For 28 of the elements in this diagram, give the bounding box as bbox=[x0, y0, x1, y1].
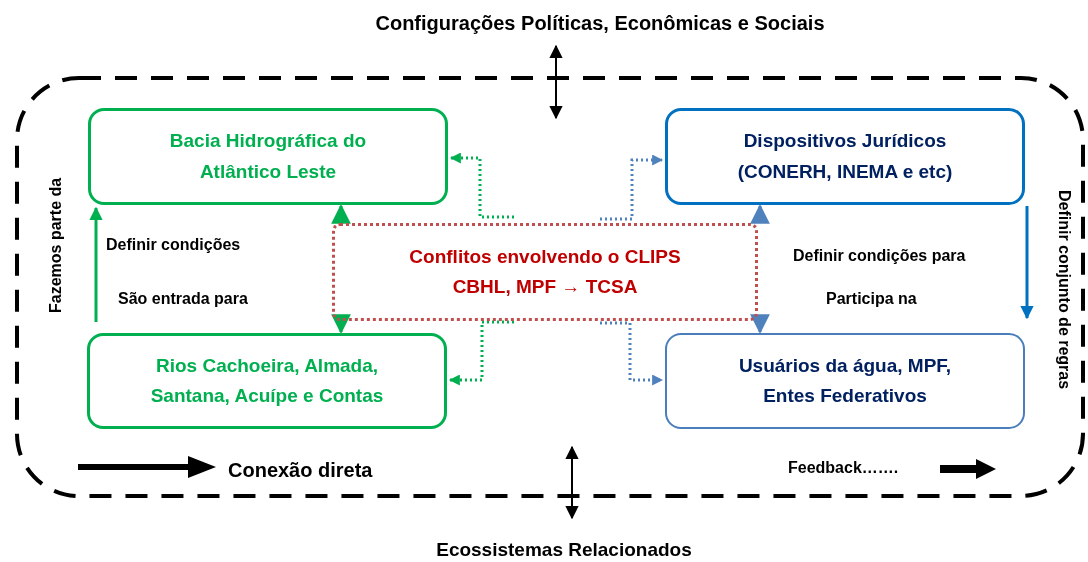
title: Configurações Políticas, Econômicas e Sociais bbox=[374, 11, 826, 36]
arrow bbox=[449, 152, 514, 219]
dashed-boundary bbox=[15, 76, 1085, 498]
annotation-text: Fazemos parte da bbox=[46, 176, 65, 315]
process-box: Dispositivos Jurídicos (CONERH, INEMA e etc) bbox=[665, 108, 1025, 205]
arrow bbox=[448, 320, 514, 386]
annotation-text: Definir conjunto de regras bbox=[1055, 189, 1074, 392]
arrow bbox=[89, 206, 103, 322]
process-box: Bacia Hidrográfica do Atlântico Leste bbox=[88, 108, 448, 205]
arrow bbox=[600, 321, 664, 386]
legend-text: Conexão direta bbox=[228, 458, 373, 483]
annotation-text: Definir condições para bbox=[793, 246, 966, 266]
annotation-text: São entrada para bbox=[118, 289, 248, 309]
arrow bbox=[331, 204, 351, 224]
process-box: Usuários da água, MPF, Entes Federativos bbox=[665, 333, 1025, 429]
annotation-text: Participa na bbox=[826, 289, 917, 309]
caption-text: Ecossistemas Relacionados bbox=[344, 538, 784, 562]
annotation-text: Definir condições bbox=[106, 235, 241, 255]
arrow bbox=[750, 314, 770, 334]
conflict-box: Conflitos envolvendo o CLIPS CBHL, MPF → TCSA bbox=[332, 223, 758, 321]
arrow bbox=[565, 445, 579, 520]
legend-text: Feedback……. bbox=[788, 458, 899, 478]
arrow bbox=[600, 154, 664, 221]
arrow bbox=[549, 44, 563, 120]
arrow bbox=[750, 204, 770, 224]
process-box: Rios Cachoeira, Almada, Santana, Acuípe e Contas bbox=[87, 333, 447, 429]
arrow bbox=[331, 314, 351, 334]
arrow bbox=[1020, 206, 1034, 320]
